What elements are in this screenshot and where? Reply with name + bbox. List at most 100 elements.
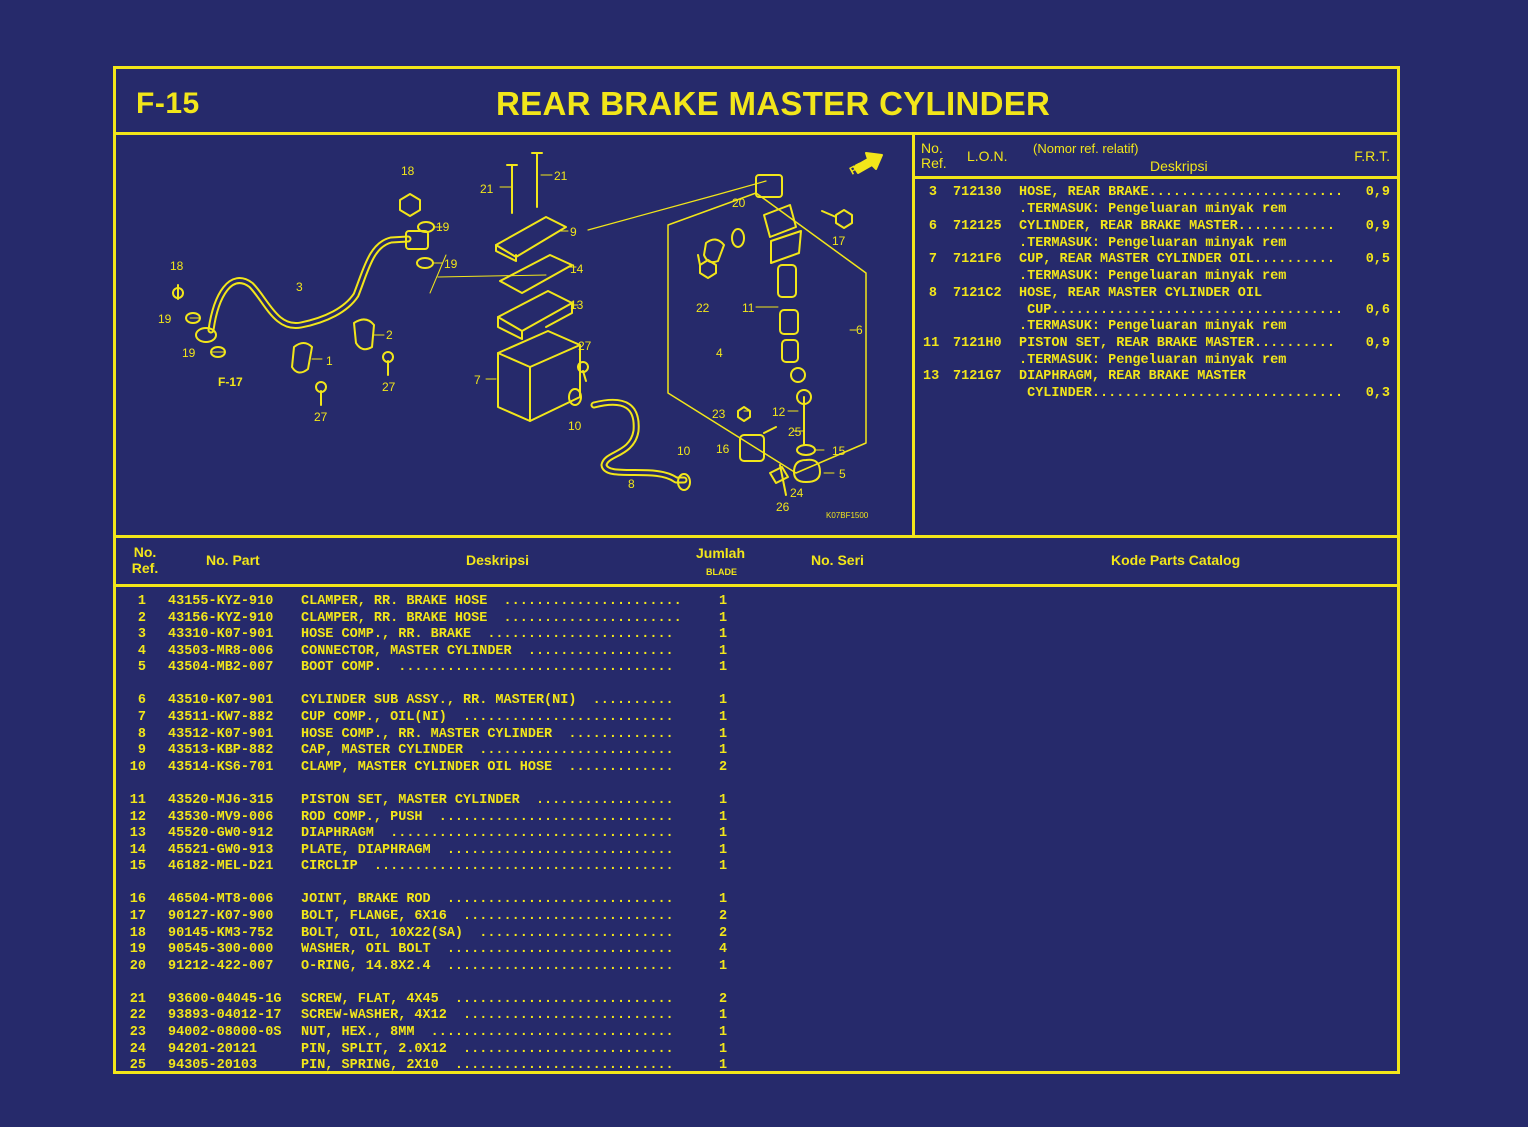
part-description: HOSE COMP., RR. BRAKE ..................… <box>301 627 674 643</box>
part-number: 94201-20121 <box>168 1041 258 1057</box>
part-quantity: 1 <box>718 1058 728 1074</box>
lon-code: 7121G7 <box>953 369 1002 384</box>
part-number: 90145-KM3-752 <box>168 925 274 941</box>
part-ref: 22 <box>129 1008 146 1024</box>
part-description: CLAMP, MASTER CYLINDER OIL HOSE ........… <box>301 759 674 775</box>
part-ref: 5 <box>137 660 146 676</box>
callout-label: 13 <box>570 298 584 312</box>
part-ref: 8 <box>137 726 146 742</box>
lon-ref: 13 <box>923 369 940 384</box>
part-quantity: 1 <box>718 610 728 626</box>
part-quantity: 1 <box>718 660 728 676</box>
part-description: CONNECTOR, MASTER CYLINDER .............… <box>301 643 674 659</box>
part-ref: 1 <box>137 594 146 609</box>
header-no-part: No. Part <box>206 552 260 568</box>
lon-header-deskripsi: Deskripsi <box>1150 158 1208 174</box>
part-number: 43512-K07-901 <box>168 726 274 742</box>
part-ref: 25 <box>129 1058 146 1074</box>
part-quantity: 1 <box>718 809 728 825</box>
part-quantity: 1 <box>718 710 728 726</box>
lon-note: .TERMASUK: Pengeluaran minyak rem <box>1019 352 1287 368</box>
part-description: CLAMPER, RR. BRAKE HOSE ................… <box>301 610 682 626</box>
part-number: 43503-MR8-006 <box>168 643 274 659</box>
part-ref: 18 <box>129 925 146 941</box>
part-description: WASHER, OIL BOLT .......................… <box>301 942 674 958</box>
part-description: PLATE, DIAPHRAGM .......................… <box>301 842 674 858</box>
parts-table-header: No. Ref. No. Part Deskripsi Jumlah BLADE… <box>116 535 1397 587</box>
lon-row: 8 7121C2 HOSE, REAR MASTER CYLINDER OIL … <box>915 286 1400 336</box>
part-number: 43156-KYZ-910 <box>168 610 274 626</box>
part-number: 94305-20103 <box>168 1058 258 1074</box>
lon-frt: 0,9 <box>1365 335 1390 351</box>
callout-label: 14 <box>570 262 584 276</box>
part-number: 93893-04012-17 <box>168 1008 282 1024</box>
exploded-diagram: 1 2 3 4 5 6 7 8 9 10 10 11 12 13 14 15 1… <box>116 135 915 535</box>
part-quantity: 1 <box>718 842 728 858</box>
lon-frt: 0,6 <box>1365 302 1390 318</box>
callout-label: 19 <box>436 220 450 234</box>
callout-label: 24 <box>790 486 804 500</box>
part-number: 43514-KS6-701 <box>168 759 274 775</box>
part-quantity: 1 <box>718 743 728 759</box>
title-bar: F-15 REAR BRAKE MASTER CYLINDER <box>116 69 1397 135</box>
part-quantity: 1 <box>718 792 728 808</box>
lon-description: PISTON SET, REAR BRAKE MASTER.......... <box>1019 335 1335 351</box>
part-number: 93600-04045-1G <box>168 991 282 1007</box>
part-number: 43155-KYZ-910 <box>168 594 274 609</box>
part-number: 43504-MB2-007 <box>168 660 274 676</box>
part-ref: 6 <box>137 693 146 709</box>
labor-operation-panel: No. Ref. L.O.N. (Nomor ref. relatif) Des… <box>915 135 1400 535</box>
lon-frt: 0,9 <box>1365 185 1390 200</box>
callout-label: 12 <box>772 405 786 419</box>
part-quantity: 1 <box>718 1041 728 1057</box>
lon-code: 712125 <box>953 218 1002 234</box>
part-number: 43530-MV9-006 <box>168 809 274 825</box>
callout-label: 17 <box>832 234 846 248</box>
lon-row: 3 712130 HOSE, REAR BRAKE...............… <box>915 185 1400 219</box>
part-description: O-RING, 14.8X2.4 .......................… <box>301 958 674 974</box>
callout-label: 3 <box>296 280 303 294</box>
part-ref: 19 <box>129 942 146 958</box>
callout-label: 18 <box>170 259 184 273</box>
part-ref: 16 <box>129 892 146 908</box>
lon-note: .TERMASUK: Pengeluaran minyak rem <box>1019 318 1287 334</box>
page-title: REAR BRAKE MASTER CYLINDER <box>496 85 1051 122</box>
part-quantity: 2 <box>718 759 728 775</box>
part-quantity: 2 <box>718 909 728 924</box>
callout-label: 27 <box>578 339 592 353</box>
part-description: BOOT COMP. .............................… <box>301 660 674 676</box>
lon-code: 7121C2 <box>953 285 1002 301</box>
part-quantity: 4 <box>718 942 728 958</box>
part-number: 94002-08000-0S <box>168 1025 282 1041</box>
callout-label: 19 <box>444 257 458 271</box>
part-description: SCREW, FLAT, 4X45 ......................… <box>301 991 674 1007</box>
part-description: BOLT, FLANGE, 6X16 .....................… <box>301 909 674 924</box>
lon-header-frt: F.R.T. <box>1354 148 1390 164</box>
part-description: PIN, SPLIT, 2.0X12 .....................… <box>301 1041 674 1057</box>
callout-label: 25 <box>788 425 802 439</box>
part-quantity: 1 <box>718 1025 728 1041</box>
callout-label: 27 <box>382 380 396 394</box>
lon-description: CYLINDER, REAR BRAKE MASTER............ <box>1019 218 1335 234</box>
header-jumlah: Jumlah <box>696 545 746 561</box>
lon-description: HOSE, REAR BRAKE........................ <box>1019 185 1344 200</box>
lon-description-cont: CYLINDER............................... <box>1019 386 1344 401</box>
lon-frt: 0,3 <box>1365 386 1390 401</box>
callout-label: 21 <box>554 169 568 183</box>
part-quantity: 1 <box>718 627 728 643</box>
part-description: SCREW-WASHER, 4X12 .....................… <box>301 1008 674 1024</box>
part-description: CIRCLIP ................................… <box>301 859 674 875</box>
lon-ref: 3 <box>928 185 937 200</box>
